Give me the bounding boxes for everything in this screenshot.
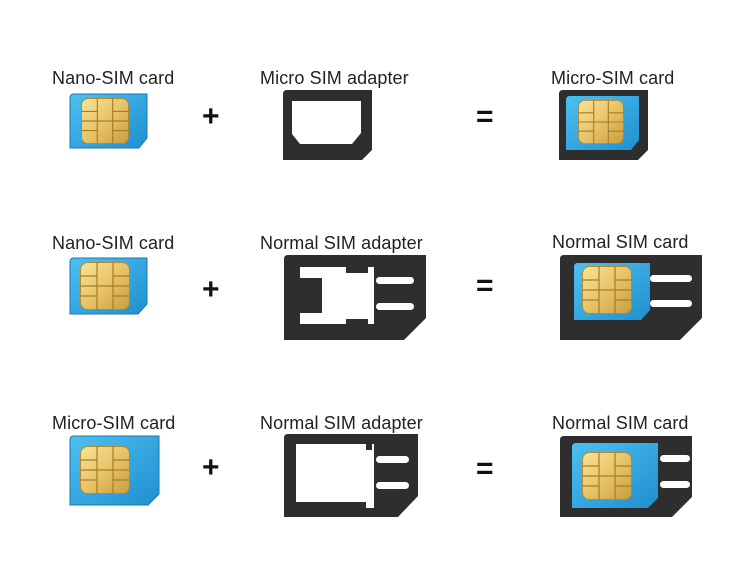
normal-sim-adapter-graphic — [284, 434, 418, 517]
row2-result-label: Normal SIM card — [552, 232, 689, 252]
row2-adapter-label: Normal SIM adapter — [260, 233, 423, 253]
row1-input-label: Nano-SIM card — [52, 68, 175, 88]
nano-sim-card-graphic — [69, 257, 148, 315]
micro-sim-card-graphic — [559, 90, 648, 160]
row3-equals-sign: = — [476, 452, 494, 485]
row1-result-label: Micro-SIM card — [551, 68, 675, 88]
row2-input-label: Nano-SIM card — [52, 233, 175, 253]
row3-result-label: Normal SIM card — [552, 413, 689, 433]
row1-equals-sign: = — [476, 100, 494, 133]
row2-equals-sign: = — [476, 269, 494, 302]
micro-sim-card-graphic — [69, 435, 160, 506]
normal-sim-card-graphic — [560, 255, 702, 340]
row3-input-label: Micro-SIM card — [52, 413, 176, 433]
nano-sim-card-graphic — [69, 93, 148, 149]
row1-plus-sign: + — [202, 100, 220, 133]
row3-adapter-label: Normal SIM adapter — [260, 413, 423, 433]
row2-plus-sign: + — [202, 273, 220, 306]
row1-adapter-label: Micro SIM adapter — [260, 68, 409, 88]
micro-sim-adapter-graphic — [283, 90, 372, 160]
normal-sim-adapter-graphic — [284, 255, 426, 340]
normal-sim-card-graphic — [560, 436, 692, 517]
row3-plus-sign: + — [202, 451, 220, 484]
